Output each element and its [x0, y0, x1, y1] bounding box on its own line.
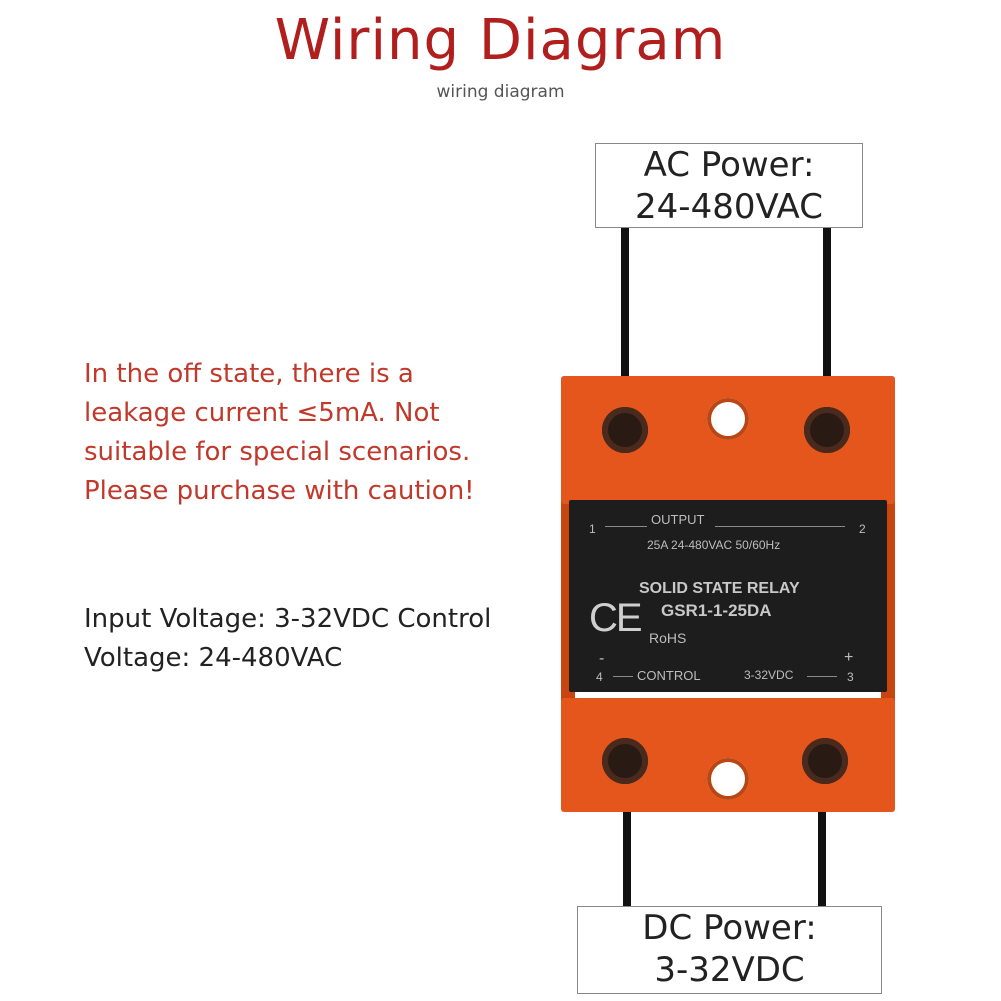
control-rating: 3-32VDC [744, 668, 794, 682]
mounting-hole-top [707, 398, 749, 440]
relay-model: GSR1-1-25DA [661, 601, 772, 620]
spec-line: Input Voltage: 3-32VDC Control [84, 604, 492, 634]
terminal-screw-4 [602, 738, 648, 784]
ac-wire-right [823, 226, 831, 432]
control-label: CONTROL [637, 668, 701, 683]
ac-wire-left [621, 226, 629, 432]
minus-sign: - [599, 650, 605, 667]
dc-power-title: DC Power: [642, 908, 817, 948]
control-line [613, 676, 633, 677]
rohs-label: RoHS [649, 630, 687, 646]
ac-power-label-box: AC Power: 24-480VAC [595, 143, 863, 228]
output-label: OUTPUT [651, 512, 705, 527]
relay-type: SOLID STATE RELAY [639, 580, 800, 597]
plus-sign: + [844, 649, 854, 666]
dc-power-label-box: DC Power: 3-32VDC [577, 906, 882, 994]
warning-line: suitable for special scenarios. [84, 437, 471, 467]
ac-power-title: AC Power: [643, 145, 815, 185]
warning-line: leakage current ≤5mA. Not [84, 398, 440, 428]
page-subtitle: wiring diagram [436, 82, 565, 102]
terminal-screw-1 [602, 407, 648, 453]
warning-line: Please purchase with caution! [84, 476, 475, 506]
terminal-screw-3 [802, 738, 848, 784]
leakage-warning: In the off state, there is a leakage cur… [84, 355, 524, 511]
mounting-hole-bottom [707, 758, 749, 800]
spec-line: Voltage: 24-480VAC [84, 643, 343, 673]
ac-power-range: 24-480VAC [635, 187, 823, 227]
dc-wire-right [818, 760, 826, 908]
output-line [715, 526, 845, 527]
dc-wire-left [623, 760, 631, 908]
voltage-specs: Input Voltage: 3-32VDC Control Voltage: … [84, 600, 554, 678]
terminal-screw-2 [804, 407, 850, 453]
terminal-number-1: 1 [589, 522, 596, 536]
ce-mark: CE [589, 596, 643, 640]
terminal-number-4: 4 [596, 670, 603, 684]
page-title: Wiring Diagram [274, 8, 727, 73]
output-rating: 25A 24-480VAC 50/60Hz [647, 538, 781, 552]
relay-label-plate: 1 2 OUTPUT 25A 24-480VAC 50/60Hz SOLID S… [569, 500, 887, 692]
output-line [605, 526, 647, 527]
dc-power-range: 3-32VDC [654, 950, 805, 990]
terminal-number-3: 3 [847, 670, 854, 684]
terminal-number-2: 2 [859, 522, 866, 536]
solid-state-relay: 1 2 OUTPUT 25A 24-480VAC 50/60Hz SOLID S… [561, 376, 895, 812]
warning-line: In the off state, there is a [84, 359, 414, 389]
control-line [807, 676, 837, 677]
